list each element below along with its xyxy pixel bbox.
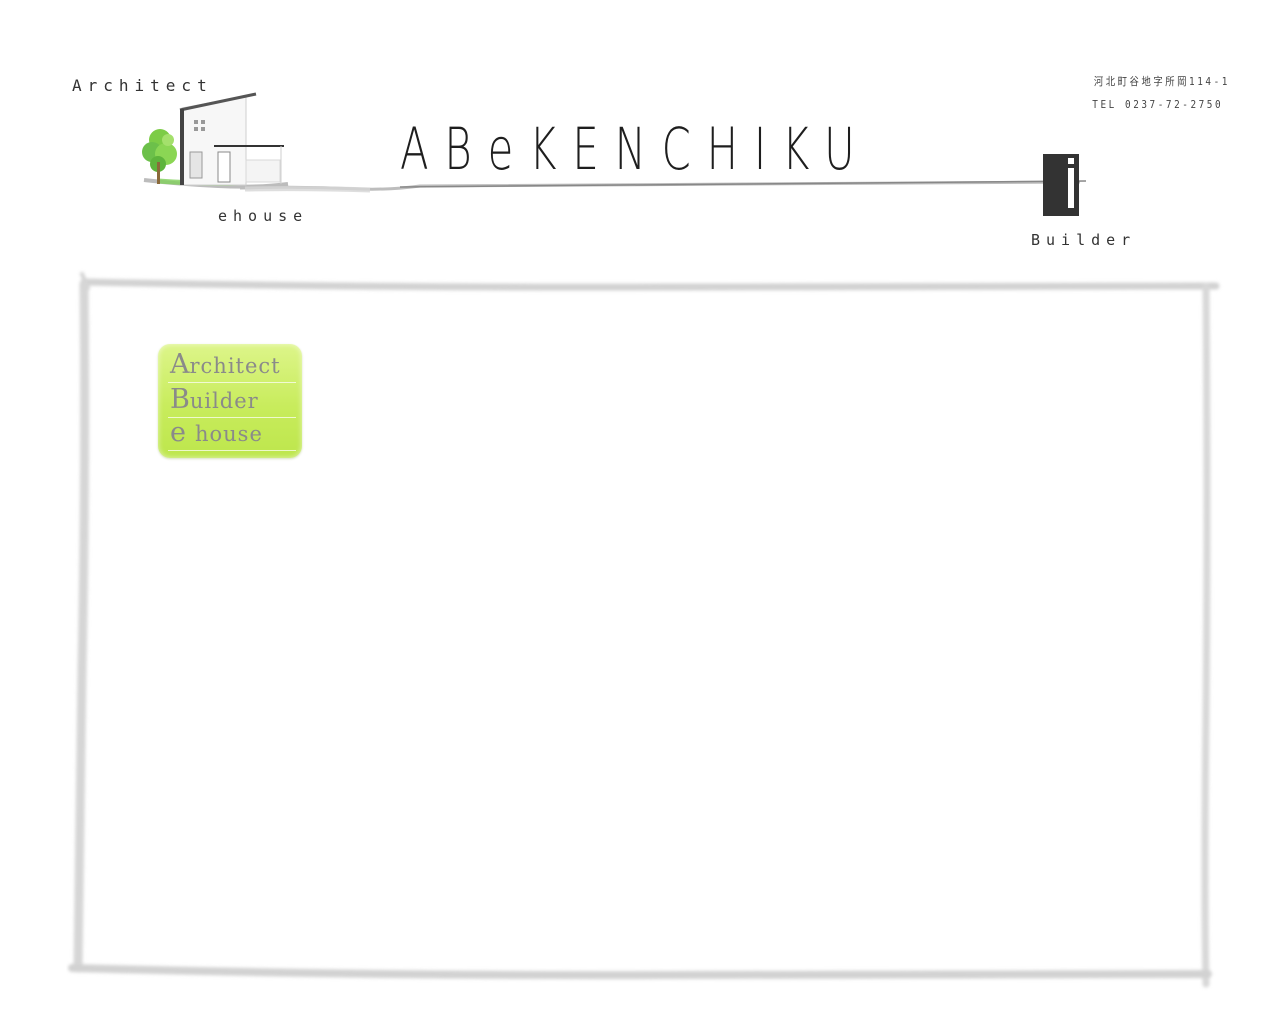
page-title[interactable]: ABeKENCHIKU <box>400 115 871 183</box>
phone-number: TEL 0237-72-2750 <box>1092 98 1224 111</box>
content-frame <box>68 272 1220 988</box>
badge-cap: A <box>170 349 190 380</box>
badge-divider <box>168 382 296 383</box>
company-address: 河北町谷地字所岡114-1 TEL 0237-72-2750 <box>1092 70 1230 116</box>
badge-word: uilder <box>189 389 259 413</box>
badge-word: house <box>194 422 263 446</box>
badge-divider <box>168 450 296 451</box>
builder-i-icon[interactable] <box>1043 154 1079 216</box>
house-with-tree-icon[interactable] <box>138 92 293 192</box>
address-line: 河北町谷地字所岡114-1 <box>1093 75 1230 88</box>
builder-label: Builder <box>1031 231 1137 249</box>
badge-row-builder: Builder <box>170 384 259 415</box>
architect-label: Architect <box>72 76 213 95</box>
ehouse-label: ehouse <box>218 207 309 225</box>
badge-row-architect: Architect <box>170 349 281 380</box>
badge-cap: B <box>170 384 190 415</box>
badge-word: rchitect <box>189 354 281 378</box>
badge-divider <box>168 417 296 418</box>
badge-cap: e <box>170 417 186 448</box>
title-underline <box>240 180 1087 193</box>
